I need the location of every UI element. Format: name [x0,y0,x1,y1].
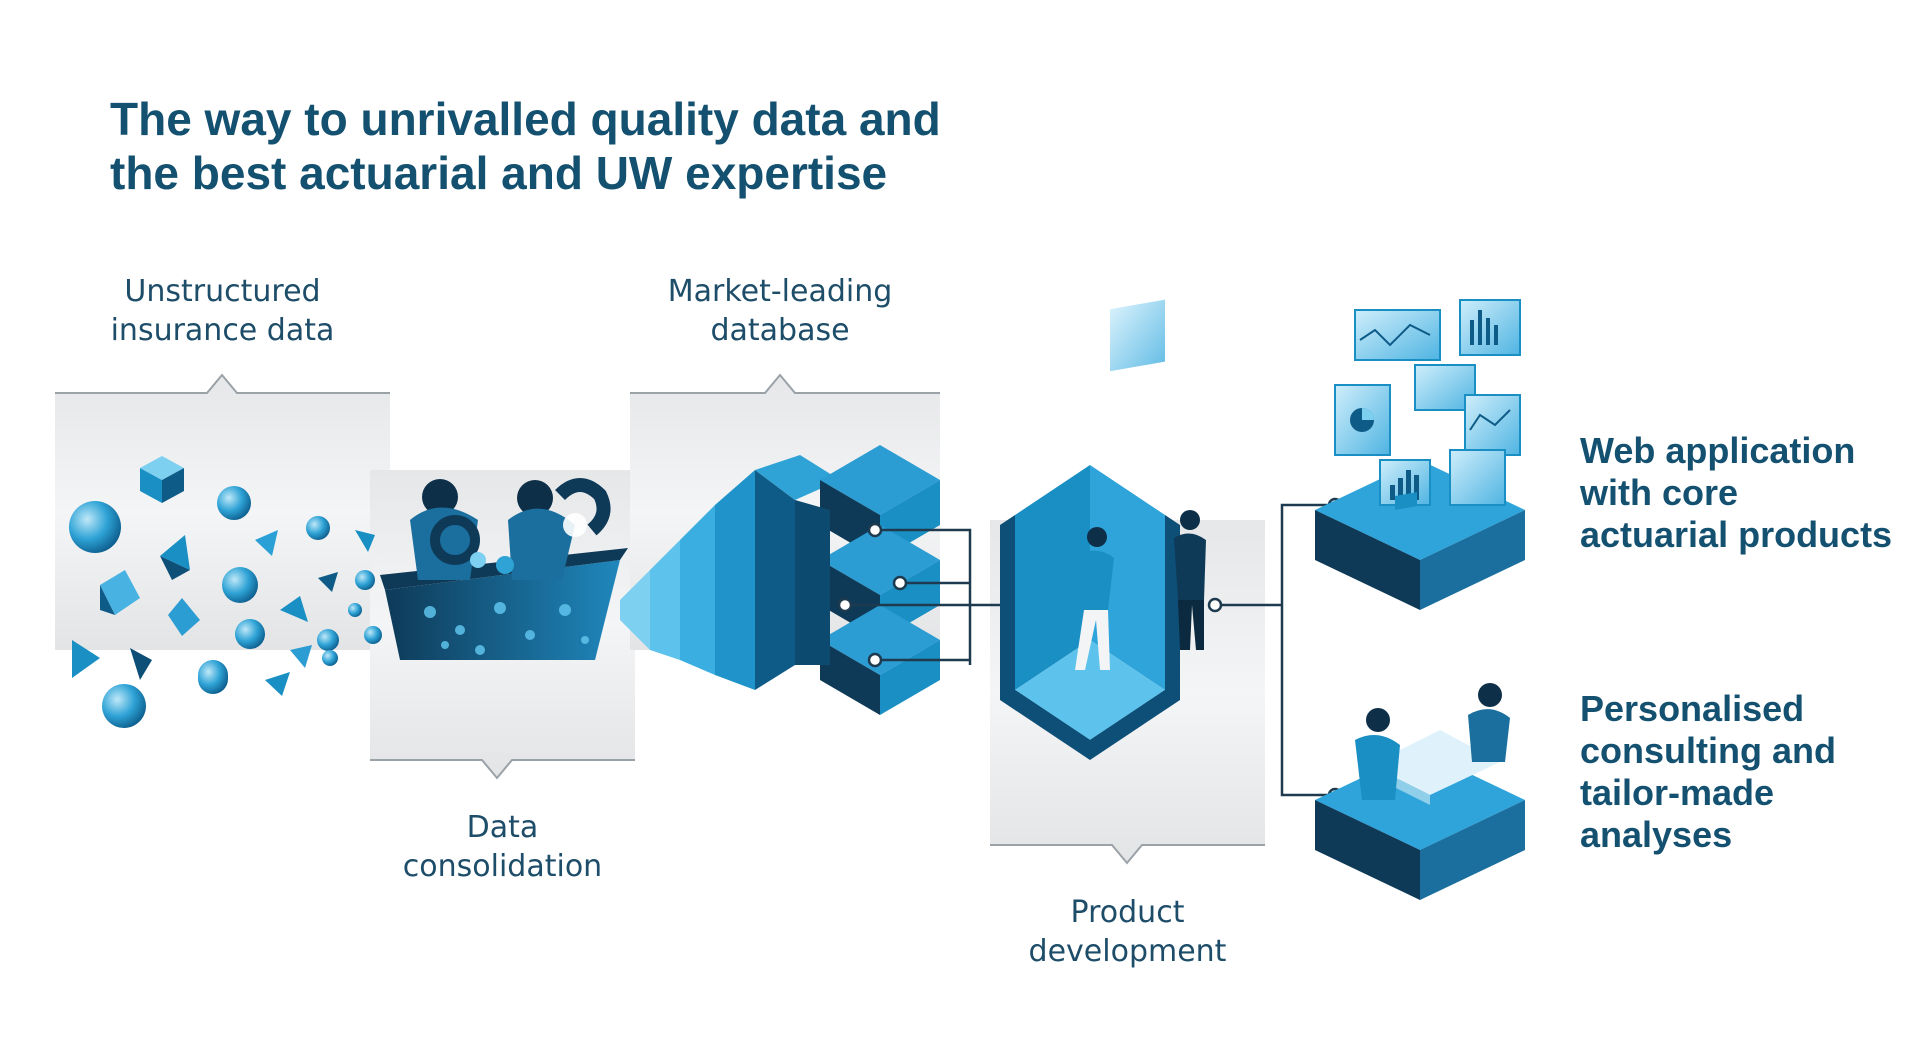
stage-label-consolidation: Data consolidation [390,808,615,886]
stage-consolidation-line-1: Data [466,810,539,845]
output-web-line-1: Web application [1580,430,1856,471]
consultants-meeting-icon [1315,492,1525,900]
stage-product-line-1: Product [1070,895,1185,930]
dashboard-panels-icon [1315,299,1525,610]
title-line-2: the best actuarial and UW expertise [110,147,888,199]
title-line-1: The way to unrivalled quality data and [110,93,941,145]
output-label-consulting: Personalised consulting and tailor-made … [1580,688,1910,856]
stage-label-database: Market-leading database [655,272,905,350]
stacked-blocks-icon [620,445,940,715]
output-consulting-line-4: analyses [1580,814,1733,855]
stage-unstructured-line-2: insurance data [110,313,335,348]
output-web-line-2: with core [1580,472,1739,513]
stage-unstructured-line-1: Unstructured [124,274,321,309]
stage-product-line-2: development [1028,934,1227,969]
stage-label-unstructured: Unstructured insurance data [100,272,345,350]
output-consulting-line-3: tailor-made [1580,772,1775,813]
output-web-line-3: actuarial products [1580,514,1893,555]
connector-lines [845,503,1335,797]
team-at-screen-icon [1000,299,1206,760]
stage-database-line-2: database [710,313,850,348]
people-sorting-data-icon [380,478,628,660]
page-title: The way to unrivalled quality data and t… [110,92,1010,200]
scattered-shapes-icon [69,456,382,728]
stage-database-line-1: Market-leading [667,274,893,309]
stage-consolidation-line-2: consolidation [402,849,603,884]
output-label-web: Web application with core actuarial prod… [1580,430,1910,556]
output-consulting-line-2: consulting and [1580,730,1836,771]
output-consulting-line-1: Personalised [1580,688,1805,729]
stage-label-product: Product development [1010,893,1245,971]
